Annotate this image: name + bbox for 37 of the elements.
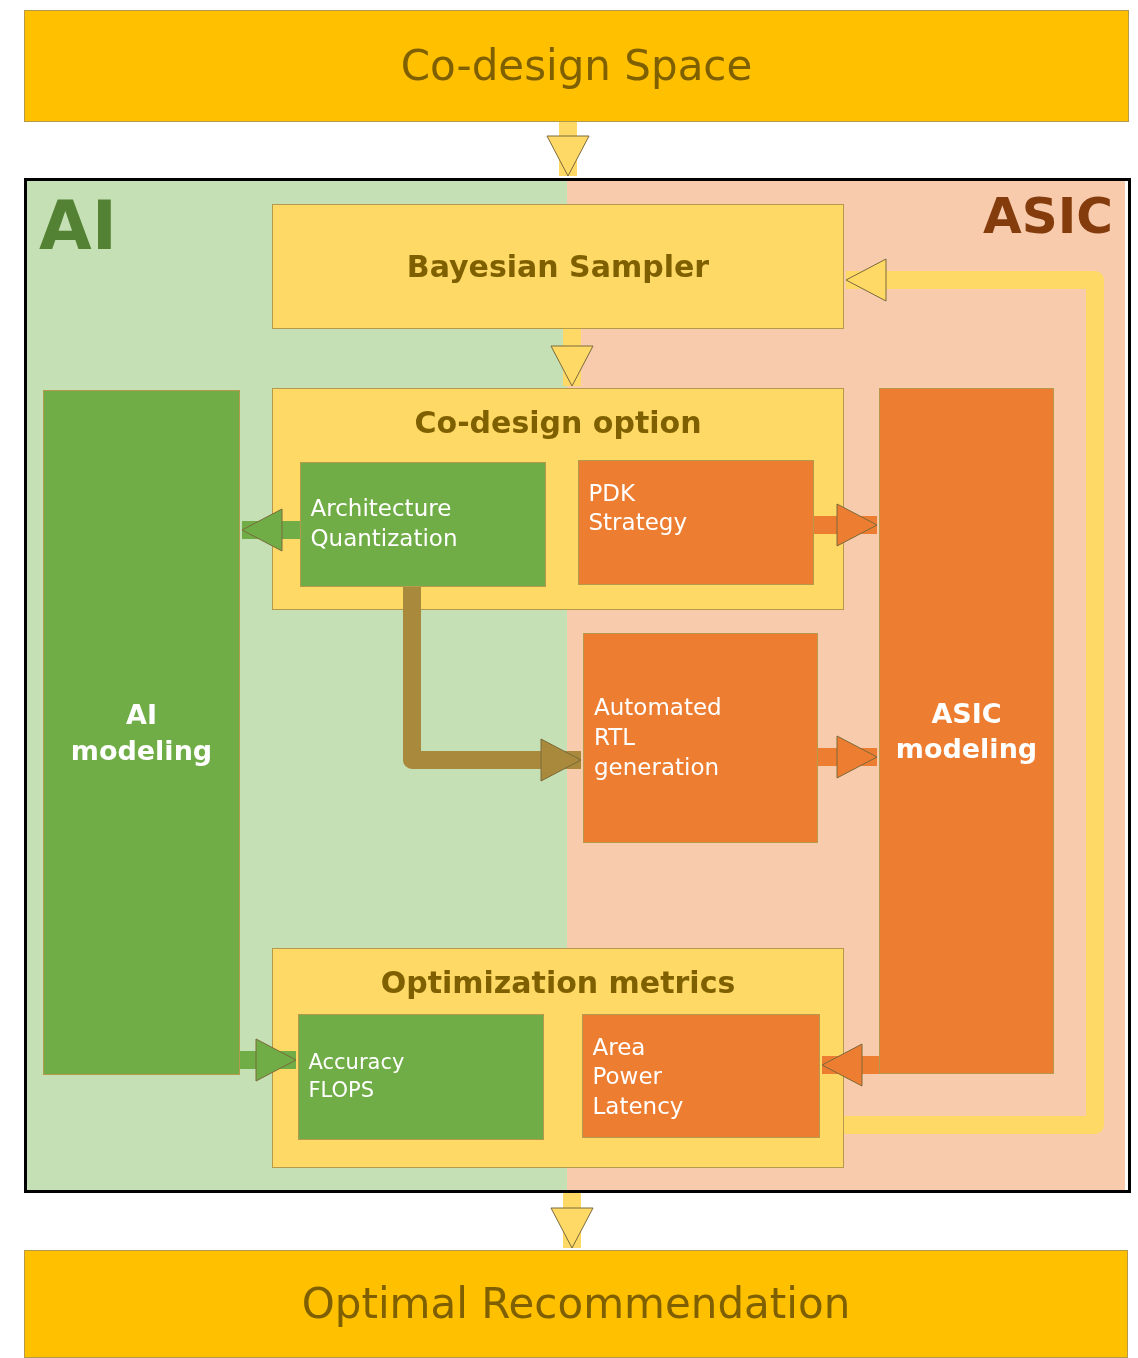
- banner: [24, 10, 1129, 122]
- banner: [24, 1250, 1128, 1358]
- box-label: Area Power Latency: [592, 1032, 685, 1122]
- box-label: Automated RTL generation: [594, 693, 723, 782]
- box-label: Bayesian Sampler: [406, 248, 710, 286]
- process-box: [299, 461, 546, 587]
- process-box: [272, 204, 844, 329]
- block-arrow: [550, 1193, 594, 1249]
- panel-title: AI: [39, 189, 117, 264]
- group-title: Co-design option: [414, 404, 702, 442]
- process-box: [577, 459, 814, 585]
- process-box: [43, 390, 240, 1075]
- block-arrow: [814, 503, 878, 547]
- block-arrow: [818, 735, 878, 779]
- group-title: Optimization metrics: [380, 964, 736, 1002]
- group-box: [272, 388, 844, 610]
- process-box: [297, 1013, 544, 1140]
- box-label: PDK Strategy: [588, 478, 689, 538]
- box-label: Architecture Quantization: [310, 494, 459, 553]
- box-label: AI modeling: [69, 698, 214, 768]
- block-arrow: [821, 1043, 879, 1087]
- box-label: ASIC modeling: [894, 696, 1039, 766]
- block-arrow: [403, 587, 582, 782]
- block-arrow: [844, 258, 1104, 1134]
- box-label: Co-design Space: [400, 39, 753, 92]
- process-box: [581, 1013, 820, 1138]
- box-label: Accuracy FLOPS: [308, 1049, 406, 1104]
- box-label: Optimal Recommendation: [301, 1277, 851, 1330]
- block-arrow: [240, 1038, 297, 1082]
- process-box: [879, 388, 1054, 1074]
- panel-title: ASIC: [983, 189, 1113, 244]
- group-box: [272, 948, 844, 1168]
- block-arrow: [546, 122, 590, 177]
- block-arrow: [550, 329, 594, 387]
- block-arrow: [241, 508, 300, 552]
- frame-border: [24, 178, 1131, 1193]
- process-box: [583, 633, 818, 843]
